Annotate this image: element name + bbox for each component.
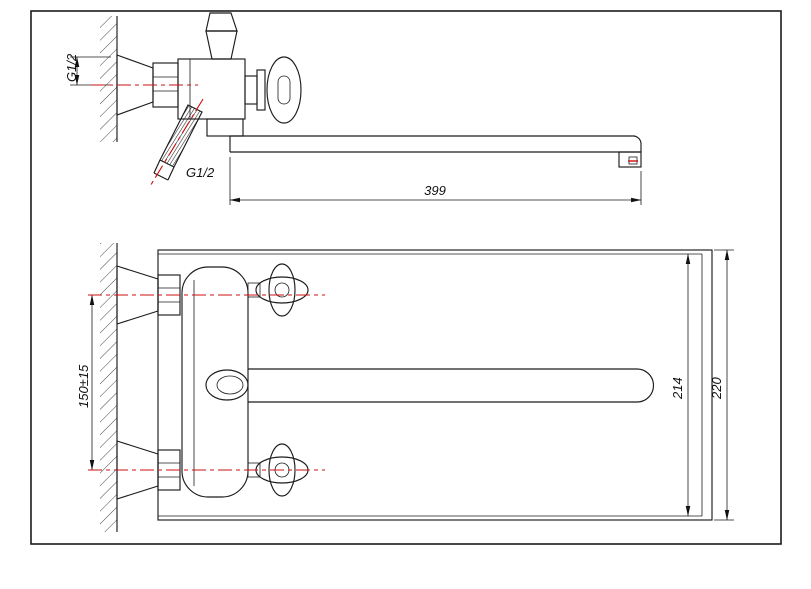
drawing-border <box>30 10 782 545</box>
dim-inner-width: 214 <box>670 253 691 517</box>
shower-outlet <box>153 104 203 181</box>
wall-hatch-bottom <box>100 243 117 532</box>
diverter-cap-plan <box>205 369 249 401</box>
lever-handle <box>205 12 238 60</box>
centerlines <box>88 84 638 471</box>
dim-mount-spacing: 150±15 <box>76 294 95 471</box>
dim-shower-thread-label: G1/2 <box>186 165 215 180</box>
dim-wall-thread-label: G1/2 <box>64 53 79 82</box>
dim-overall-width-label: 220 <box>709 377 724 400</box>
cross-handle-upper <box>247 263 309 317</box>
plan-view: 150±15 214 220 <box>76 243 734 532</box>
dim-mount-spacing-label: 150±15 <box>76 364 91 408</box>
dim-overall-width: 220 <box>709 249 734 521</box>
diverter-knob-side <box>244 56 302 124</box>
wall-hatch-top <box>100 16 117 142</box>
spout-side <box>206 118 642 168</box>
aerator <box>618 151 642 168</box>
centerline-shower-outlet <box>148 98 204 189</box>
side-view: G1/2 G1/2 399 <box>64 12 642 205</box>
faucet-body-plan <box>181 266 249 498</box>
dim-spout-length-label: 399 <box>424 183 446 198</box>
drawing: G1/2 G1/2 399 <box>30 10 782 545</box>
dim-spout-length: 399 <box>229 157 642 205</box>
spout-plan <box>248 368 655 403</box>
envelope-outline <box>157 249 713 521</box>
dim-inner-width-label: 214 <box>670 377 685 400</box>
